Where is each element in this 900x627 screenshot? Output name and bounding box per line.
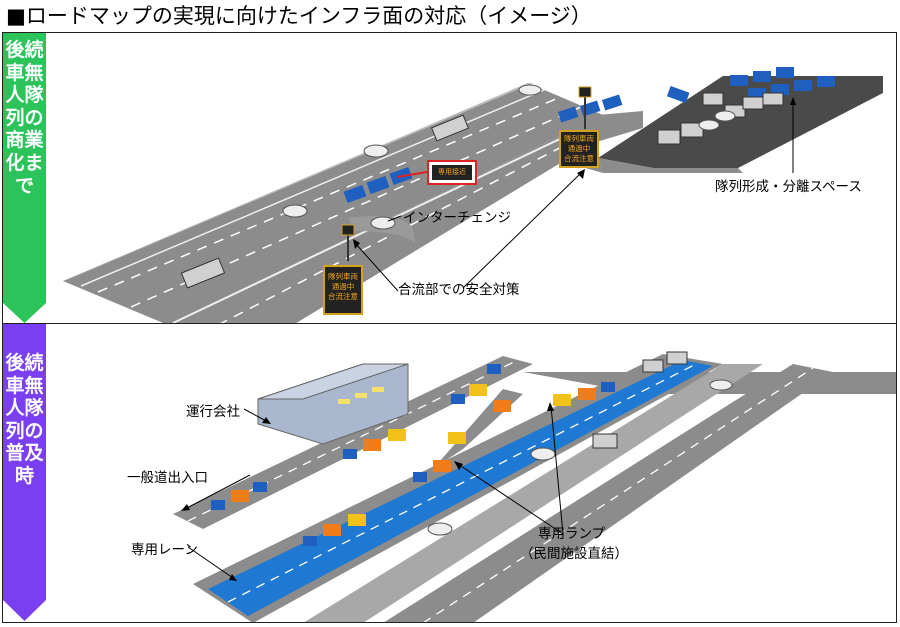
car: [363, 144, 389, 158]
page-title: ■ロードマップの実現に向けたインフラ面の対応（イメージ）: [6, 4, 592, 28]
sidebar-label-widespread: 後続車無人隊列の普及時: [5, 352, 44, 487]
highway-illustration-2: [173, 351, 896, 622]
red-approach-sign: 専用接近: [427, 160, 477, 185]
car: [282, 204, 308, 218]
label-merge-safety: 合流部での安全対策: [398, 282, 520, 298]
warning-sign-a: 隊列車両 通過中 合流注意: [323, 265, 363, 315]
car: [518, 84, 542, 96]
platoon-trucks-general: [211, 364, 511, 510]
label-interchange: インターチェンジ: [403, 210, 511, 226]
label-dedicated-ramp: 専用ランプ: [538, 526, 606, 542]
car: [370, 216, 396, 230]
white-truck: [430, 114, 470, 142]
panel-commercialization: 後続車無人隊列の商業化まで: [2, 32, 897, 324]
formation-trucks: [657, 67, 835, 145]
label-formation-space: 隊列形成・分離スペース: [715, 179, 862, 195]
label-dedicated-lane: 専用レーン: [131, 542, 198, 558]
red-approach-sign-text: 専用接近: [432, 165, 472, 180]
warning-sign-a-text: 隊列車両 通過中 合流注意: [328, 272, 358, 301]
car: [530, 447, 556, 461]
interchange-ramp: [348, 216, 415, 243]
panel-widespread: 後続車無人隊列の普及時: [2, 324, 897, 623]
warning-sign-b: 隊列車両 通過中 合流注意: [559, 130, 599, 168]
sidebar-label-commercialization: 後続車無人隊列の商業化まで: [5, 39, 44, 197]
label-direct-connection: （民間施設直結）: [520, 546, 628, 562]
white-truck: [180, 257, 226, 289]
platoon-trucks-lane: [303, 351, 688, 546]
car: [709, 379, 733, 391]
sidebar-arrow-purple: [3, 324, 46, 621]
highway-illustration-1: [63, 67, 883, 323]
warning-sign-b-text: 隊列車両 通過中 合流注意: [564, 134, 594, 163]
dedicated-lane: [208, 360, 713, 616]
main-highway: [63, 83, 603, 323]
formation-space: [598, 76, 883, 168]
car: [427, 522, 453, 536]
white-truck: [592, 433, 618, 449]
label-operator: 運行会社: [186, 404, 240, 420]
label-general-entrance: 一般道出入口: [127, 470, 208, 486]
sidebar-arrow-green: [3, 33, 46, 323]
